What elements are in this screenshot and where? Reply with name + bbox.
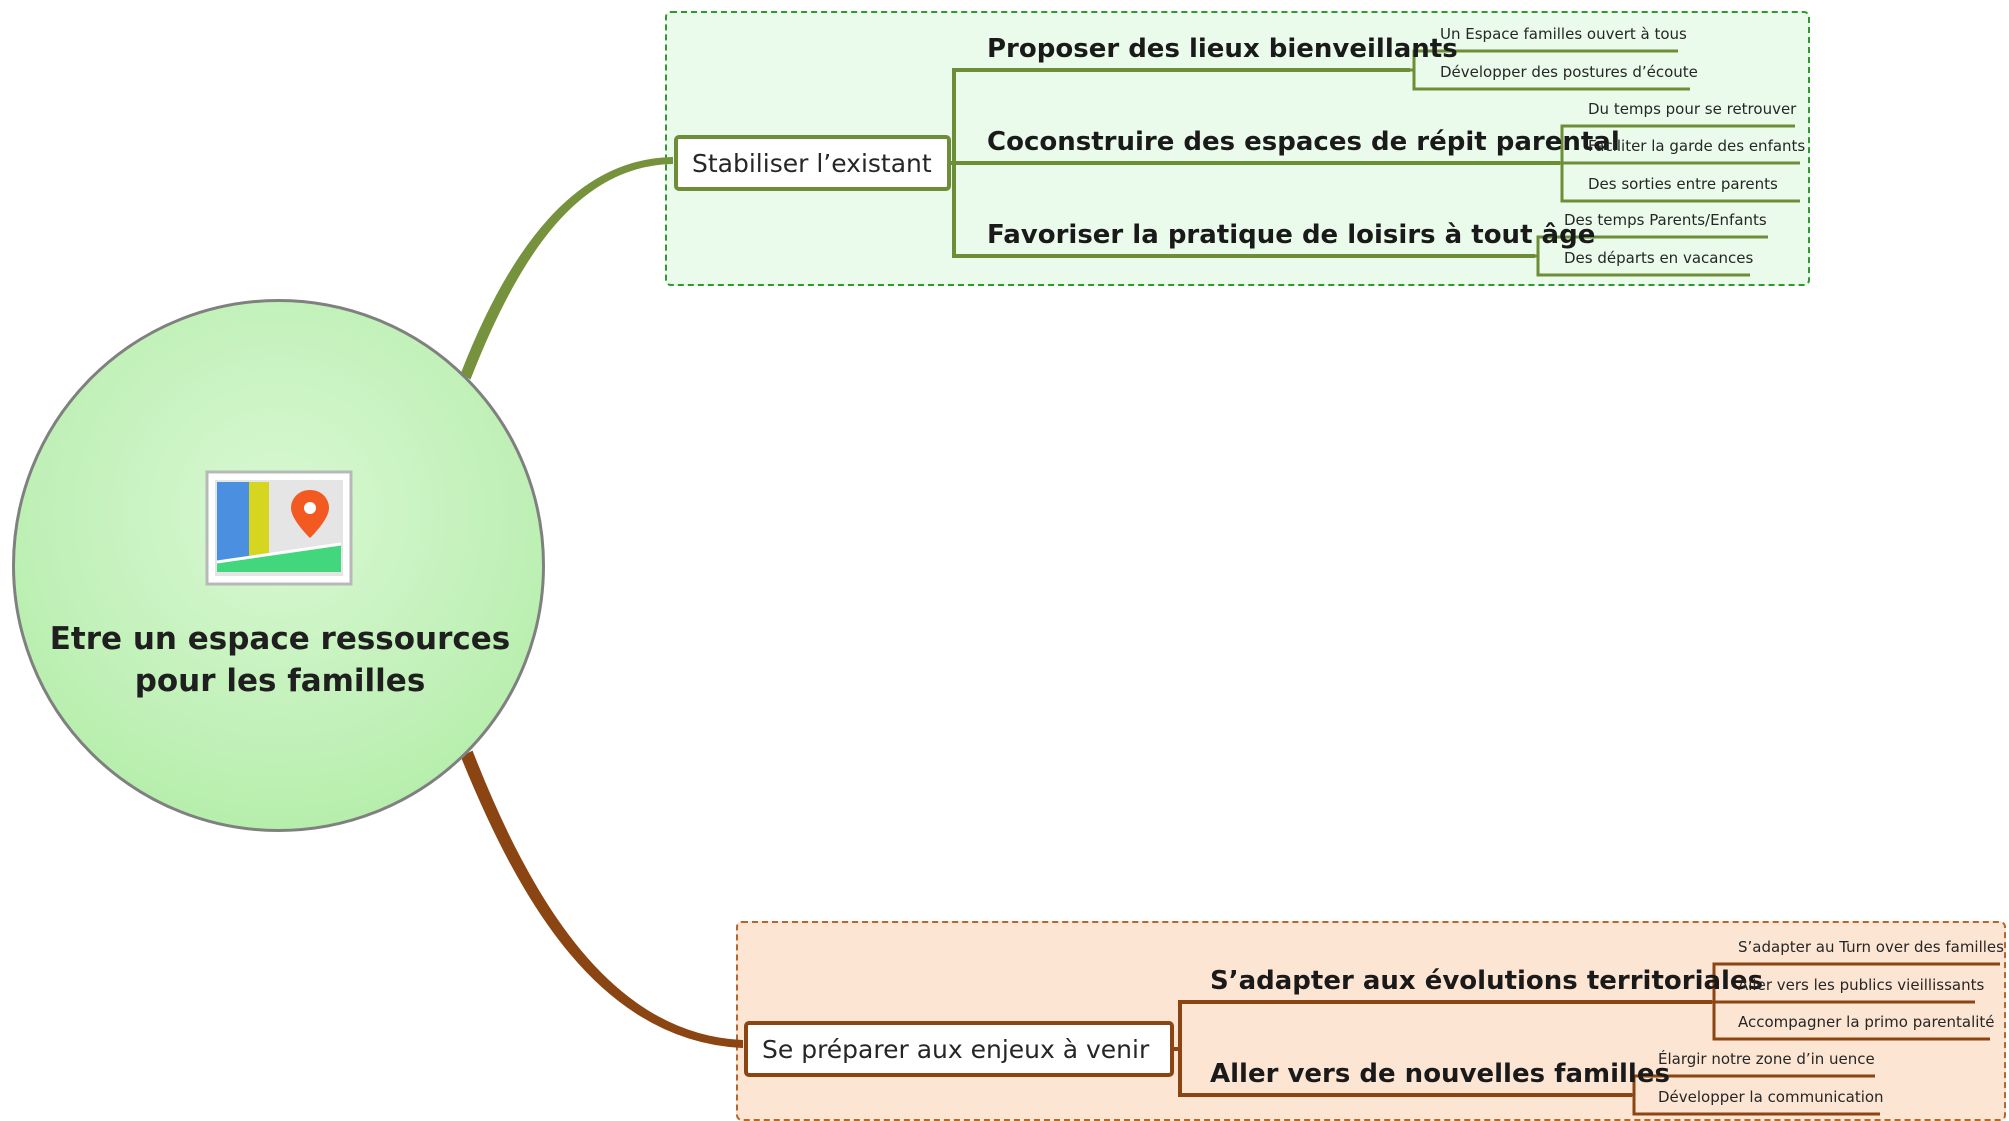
branch-label: Se préparer aux enjeux à venir [762,1034,1150,1064]
leaf-topic[interactable]: Aller vers les publics vieillissants [1738,976,1985,994]
central-topic-title: Etre un espace ressources pour les famil… [49,621,511,699]
leaf-topic[interactable]: Des sorties entre parents [1588,175,1778,193]
subtopic-aller-vers[interactable]: Aller vers de nouvelles familles [1210,1059,1670,1089]
branch-topic-stabilize[interactable]: Stabiliser l’existant [674,135,951,191]
leaf-topic[interactable]: S’adapter au Turn over des familles [1738,938,2004,956]
map-pin-icon [205,470,353,586]
subtopic-proposer[interactable]: Proposer des lieux bienveillants [987,34,1458,64]
branch-topic-prepare[interactable]: Se préparer aux enjeux à venir [744,1021,1174,1077]
leaf-topic[interactable]: Développer des postures d’écoute [1440,63,1698,81]
leaf-topic[interactable]: Du temps pour se retrouver [1588,100,1797,118]
main-connector-prepare [460,750,743,1049]
subtopic-favoriser[interactable]: Favoriser la pratique de loisirs à tout … [987,220,1596,250]
branch-label: Stabiliser l’existant [692,148,932,178]
leaf-topic[interactable]: Accompagner la primo parentalité [1738,1013,1995,1031]
leaf-topic[interactable]: Des départs en vacances [1564,249,1754,267]
leaf-topic[interactable]: Développer la communication [1658,1088,1884,1106]
leaf-topic[interactable]: Un Espace familles ouvert à tous [1440,25,1687,43]
subtopic-coconstruire[interactable]: Coconstruire des espaces de répit parent… [987,127,1620,157]
subtopic-sadapter[interactable]: S’adapter aux évolutions territoriales [1210,966,1764,996]
leaf-topic[interactable]: Des temps Parents/Enfants [1564,211,1767,229]
main-connector-stabilize [460,156,673,380]
leaf-topic[interactable]: Faciliter la garde des enfants [1588,137,1806,155]
connector-sub-1 [951,68,958,165]
leaf-topic[interactable]: Élargir notre zone d’in uence [1658,1050,1875,1068]
